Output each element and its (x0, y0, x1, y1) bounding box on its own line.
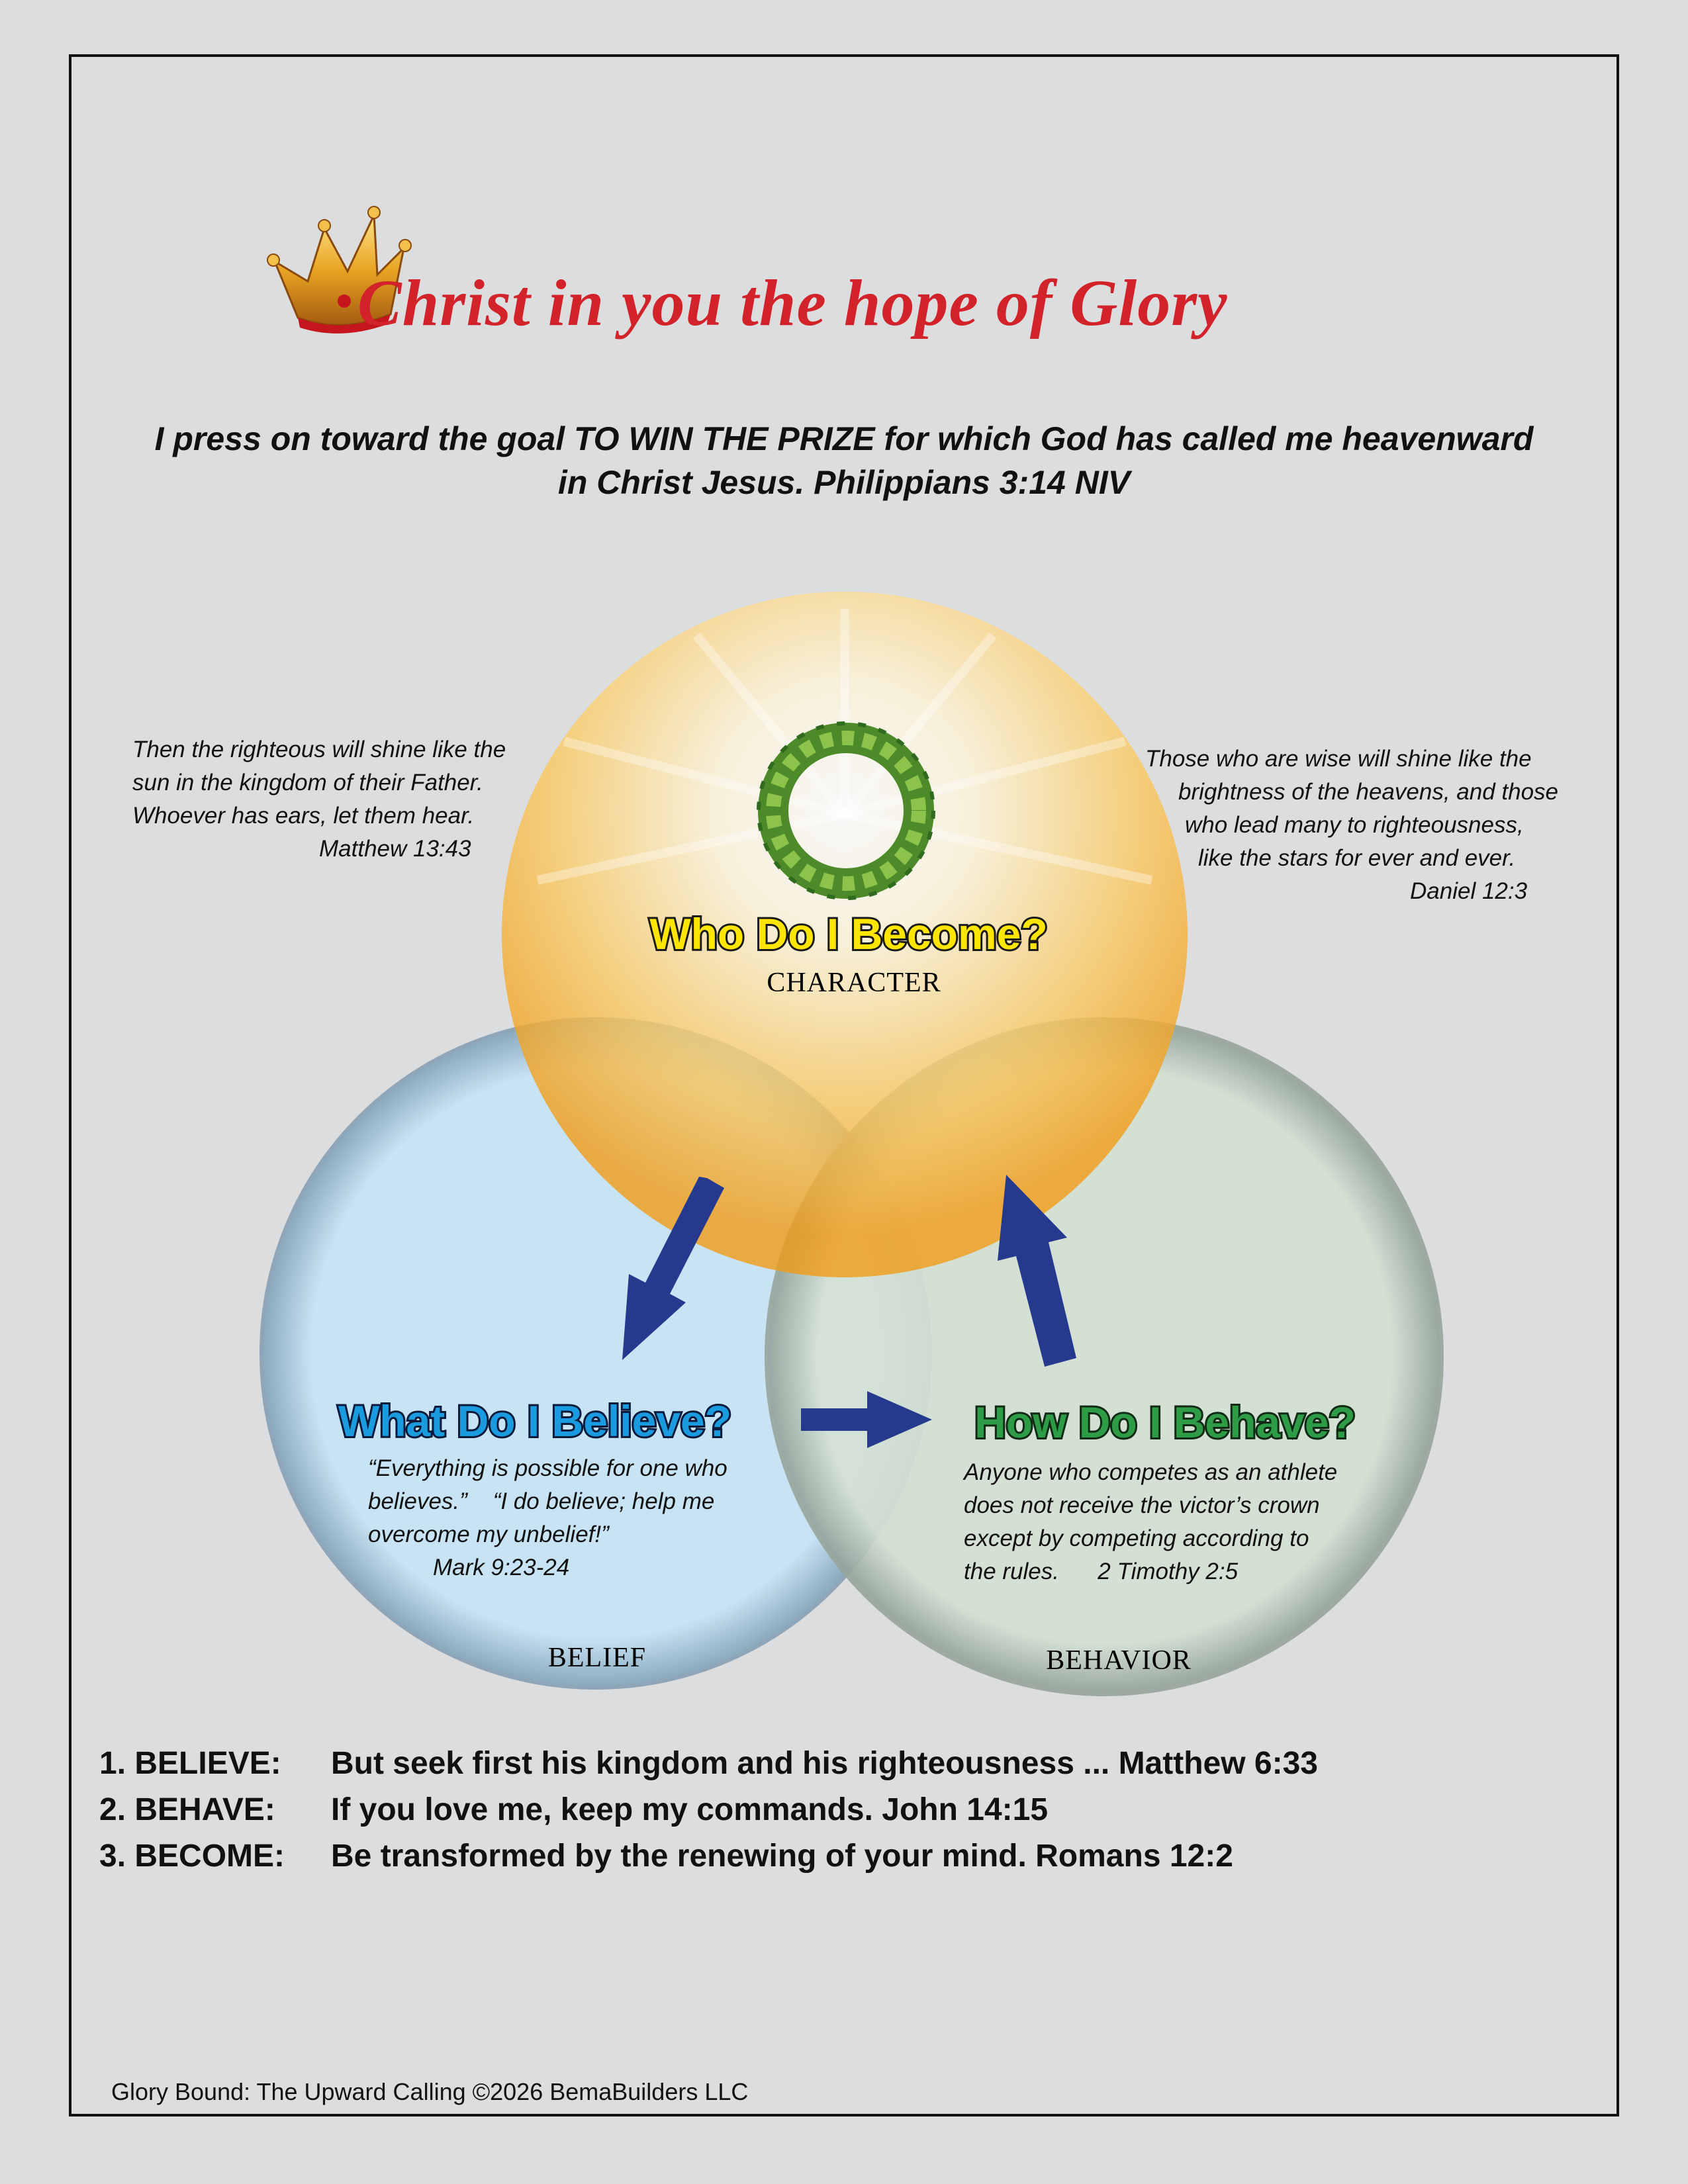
step-row: 2. BEHAVE: If you love me, keep my comma… (99, 1787, 1589, 1833)
quote-line: like the stars for ever and ever. (1198, 845, 1516, 871)
quote-line: sun in the kingdom of their Father. (132, 770, 483, 796)
sun-rays (536, 609, 1153, 885)
character-label: CHARACTER (767, 968, 941, 998)
quote-line: brightness of the heavens, and those (1178, 779, 1559, 805)
footer-copyright: Glory Bound: The Upward Calling ©2026 Be… (111, 2078, 749, 2105)
steps-list: 1. BELIEVE: But seek first his kingdom a… (99, 1741, 1589, 1880)
subtitle-line-2: in Christ Jesus. Philippians 3:14 NIV (557, 464, 1131, 501)
arrow-character-to-belief (622, 1177, 724, 1360)
mark-quote: “Everything is possible for one who beli… (368, 1452, 778, 1584)
quote-line: believes.” “I do believe; help me (368, 1488, 715, 1514)
quote-line: Those who are wise will shine like the (1145, 746, 1532, 772)
quote-line: the rules. 2 Timothy 2:5 (964, 1559, 1239, 1584)
crown-icon (267, 206, 412, 334)
quote-line: who lead many to righteousness, (1185, 812, 1524, 838)
step-key: 1. BELIEVE: (99, 1746, 281, 1781)
quote-reference: Daniel 12:3 (1410, 878, 1528, 904)
page-title: Christ in you the hope of Glory (357, 266, 1228, 340)
daniel-quote: Those who are wise will shine like the b… (1145, 743, 1609, 908)
arrows (622, 1175, 1076, 1448)
quote-line: Then the righteous will shine like the (132, 737, 506, 762)
step-text: But seek first his kingdom and his right… (331, 1746, 1318, 1781)
matthew-quote: Then the righteous will shine like the s… (132, 733, 556, 866)
behavior-heading: How Do I Behave? (974, 1398, 1356, 1447)
page-subtitle: I press on toward the goal TO WIN THE PR… (119, 417, 1569, 504)
belief-heading: What Do I Believe? (338, 1396, 731, 1445)
arrow-belief-to-behavior (801, 1391, 932, 1448)
page-frame (69, 54, 1619, 2116)
belief-label: BELIEF (548, 1643, 646, 1673)
character-heading: Who Do I Become? (649, 909, 1047, 958)
step-text: If you love me, keep my commands. John 1… (331, 1792, 1049, 1827)
step-text: Be transformed by the renewing of your m… (331, 1839, 1233, 1874)
timothy-quote: Anyone who competes as an athlete does n… (964, 1456, 1427, 1588)
step-row: 3. BECOME: Be transformed by the renewin… (99, 1833, 1589, 1880)
quote-line: Whoever has ears, let them hear. (132, 803, 475, 829)
step-key: 2. BEHAVE: (99, 1792, 275, 1827)
arrow-behavior-to-character (998, 1175, 1076, 1367)
subtitle-line-1: I press on toward the goal TO WIN THE PR… (154, 420, 1534, 457)
quote-line: “Everything is possible for one who (368, 1455, 727, 1481)
quote-reference: Matthew 13:43 (319, 836, 471, 862)
quote-reference: Mark 9:23-24 (433, 1555, 570, 1580)
quote-line: Anyone who competes as an athlete (964, 1459, 1338, 1485)
laurel-wreath-icon (757, 721, 935, 900)
character-circle (502, 592, 1188, 1277)
quote-line: overcome my unbelief!” (368, 1522, 609, 1547)
quote-line: does not receive the victor’s crown (964, 1492, 1320, 1518)
behavior-label: BEHAVIOR (1046, 1645, 1192, 1676)
step-key: 3. BECOME: (99, 1839, 285, 1874)
step-row: 1. BELIEVE: But seek first his kingdom a… (99, 1741, 1589, 1787)
quote-line: except by competing according to (964, 1525, 1309, 1551)
